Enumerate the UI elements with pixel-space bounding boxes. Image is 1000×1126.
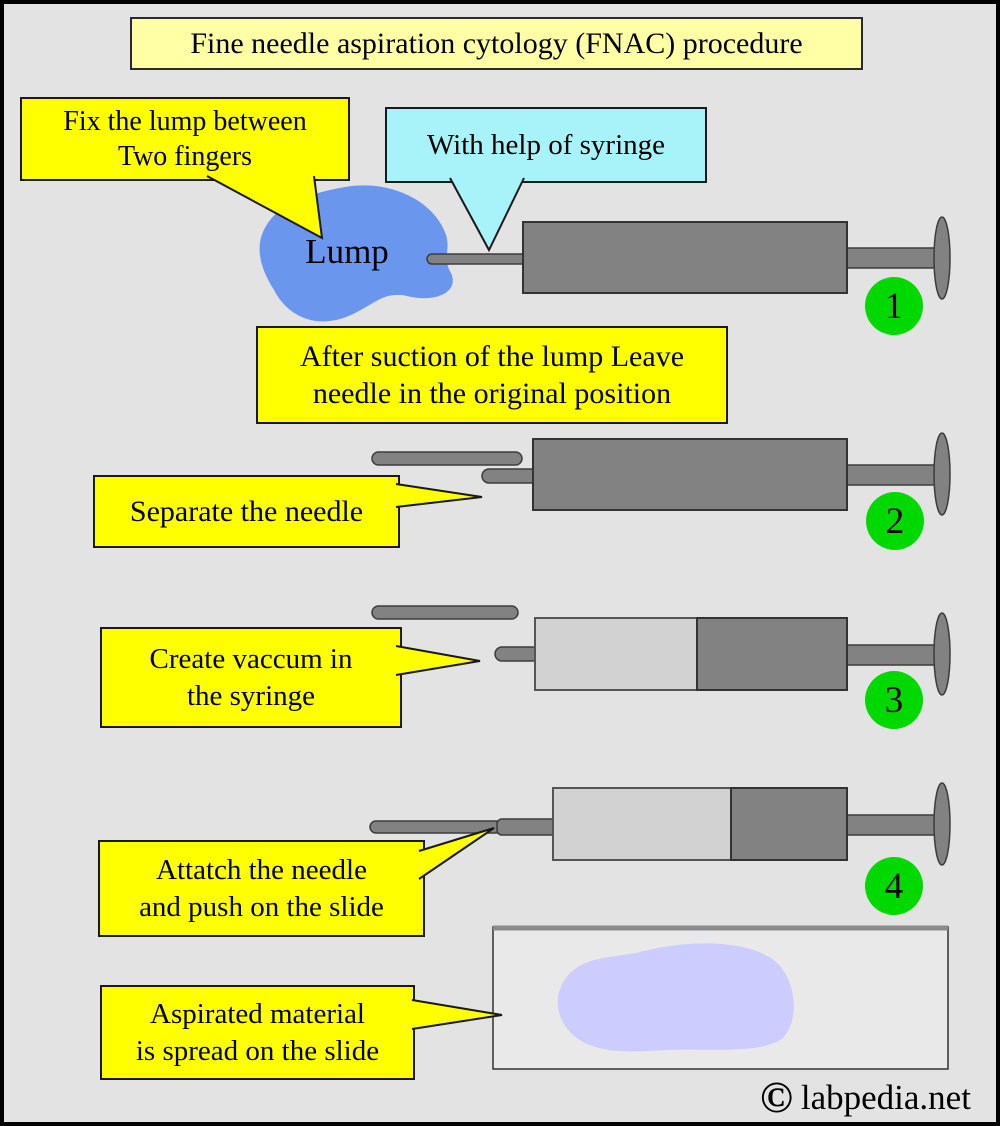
syringe-3-hub	[494, 646, 540, 662]
syringe-3-barrel-empty	[534, 617, 698, 691]
syringe-3-plunger-block	[696, 617, 848, 691]
callout-create-vacuum-line1: Create vaccum in	[149, 643, 353, 676]
callout-with-syringe: With help of syringe	[385, 107, 707, 183]
title-box: Fine needle aspiration cytology (FNAC) p…	[130, 17, 863, 70]
callout-fix-lump-line1: Fix the lump between	[63, 106, 307, 137]
callout-fix-lump: Fix the lump between Two fingers	[20, 97, 350, 181]
syringe-4-hub	[496, 818, 558, 836]
syringe-2-plunger-handle	[933, 432, 951, 516]
callout-with-syringe-line1: With help of syringe	[426, 128, 666, 161]
callout-separate-needle: Separate the needle	[93, 475, 400, 548]
copyright-site: labpedia.net	[800, 1078, 971, 1117]
copyright: © labpedia.net	[760, 1076, 971, 1120]
step-1-badge: 1	[865, 277, 923, 335]
syringe-3-plunger-handle	[933, 612, 951, 696]
syringe-1-needle	[426, 253, 530, 265]
step-2-number: 2	[885, 500, 905, 542]
syringe-1-plunger-handle	[933, 216, 951, 300]
syringe-3-plunger-rod	[846, 644, 942, 666]
syringe-2	[371, 432, 951, 516]
callout-aspirated-material: Aspirated material is spread on the slid…	[100, 985, 415, 1080]
callout-after-suction-line1: After suction of the lump Leave	[299, 339, 685, 373]
step-2-badge: 2	[866, 492, 924, 550]
step-3-number: 3	[884, 679, 904, 721]
syringe-2-hub	[481, 468, 539, 484]
callout-aspirated-material-line1: Aspirated material	[150, 998, 365, 1031]
copyright-symbol-icon: ©	[760, 1073, 793, 1122]
callout-after-suction: After suction of the lump Leave needle i…	[256, 326, 728, 424]
syringe-3-detached-needle	[371, 605, 519, 620]
syringe-1	[426, 216, 951, 300]
syringe-4-plunger-rod	[844, 814, 940, 836]
glass-slide	[492, 925, 949, 1070]
aspirate-smear-shape	[557, 943, 794, 1052]
syringe-1-plunger-rod	[846, 247, 942, 269]
callout-attach-needle-line1: Attatch the needle	[156, 854, 367, 887]
callout-attach-needle-line2: and push on the slide	[139, 890, 384, 923]
syringe-4-plunger-block	[730, 787, 848, 861]
callout-aspirated-material-line2: is spread on the slide	[135, 1034, 380, 1067]
callout-create-vacuum: Create vaccum in the syringe	[100, 627, 402, 728]
step-1-number: 1	[884, 285, 904, 327]
syringe-4	[369, 782, 951, 866]
syringe-2-detached-needle	[371, 451, 523, 466]
syringe-4-barrel-empty	[552, 787, 732, 861]
callout-separate-needle-line1: Separate the needle	[129, 494, 364, 528]
syringe-2-barrel	[532, 438, 848, 511]
syringe-2-plunger-rod	[846, 464, 942, 486]
step-3-badge: 3	[865, 671, 923, 729]
syringe-3	[371, 605, 951, 696]
callout-after-suction-line2: needle in the original position	[312, 377, 672, 410]
callout-attach-needle: Attatch the needle and push on the slide	[98, 840, 425, 937]
shapes-layer	[259, 185, 951, 1070]
step-4-badge: 4	[865, 857, 923, 915]
callout-fix-lump-line2: Two fingers	[117, 141, 253, 172]
lump-label: Lump	[305, 232, 389, 271]
callout-create-vacuum-line2: the syringe	[186, 679, 316, 712]
syringe-1-barrel	[522, 221, 848, 294]
step-4-number: 4	[884, 865, 904, 907]
title-text: Fine needle aspiration cytology (FNAC) p…	[190, 26, 803, 60]
syringe-4-needle	[369, 820, 503, 834]
syringe-4-plunger-handle	[933, 782, 951, 866]
